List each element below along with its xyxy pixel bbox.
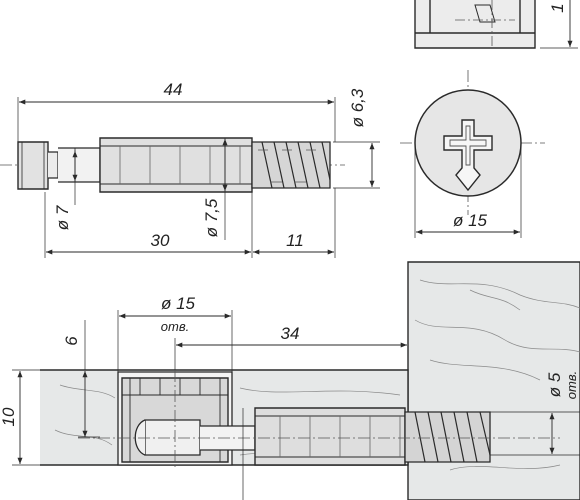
dim-depth-offset: 6: [62, 336, 81, 346]
dim-height: 10: [0, 407, 18, 426]
dim-distance: 34: [281, 324, 300, 343]
dim-length-total: 44: [164, 80, 183, 99]
dim-hole-diameter: ø 15: [161, 294, 196, 313]
end-view-dimension: [414, 143, 522, 238]
top-partial-view: [414, 0, 578, 49]
dim-hole-label: отв.: [161, 319, 189, 334]
dim-diameter-thread: ø 6,3: [348, 88, 367, 127]
dim-length-body: 30: [151, 231, 170, 250]
dim-diameter-shank: ø 7: [53, 205, 72, 230]
connector-side-view: [0, 137, 345, 193]
dim-bore-label: отв.: [564, 371, 579, 399]
top-view-dim-label: 1: [548, 3, 567, 12]
connector-end-view: [400, 70, 545, 215]
side-view-dimensions: [17, 97, 380, 258]
dim-length-thread: 11: [286, 231, 304, 250]
assembly-view: [40, 261, 580, 500]
dim-bore-diameter: ø 5: [545, 372, 564, 397]
dim-diameter-body: ø 7,5: [202, 198, 221, 237]
dim-diameter-head: ø 15: [453, 211, 488, 230]
assembly-dimensions: [12, 262, 580, 500]
